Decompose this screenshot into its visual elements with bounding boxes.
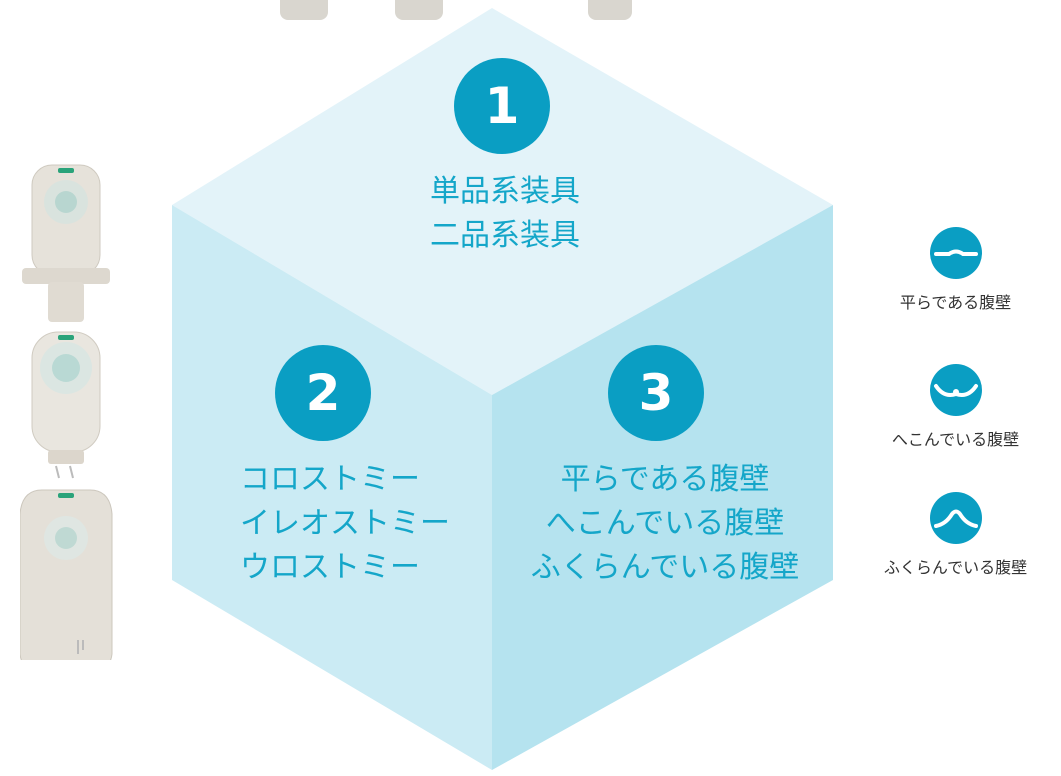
badge-1: 1 bbox=[454, 58, 550, 154]
top-face-text: 単品系装具 二品系装具 bbox=[370, 170, 640, 258]
cube-left-face bbox=[172, 205, 492, 770]
top-product-images bbox=[280, 0, 632, 20]
pouch-image-2 bbox=[31, 331, 101, 479]
pouch-image-1 bbox=[22, 164, 110, 322]
left-face-line: コロストミー bbox=[240, 462, 420, 497]
legend-label: 平らである腹壁 bbox=[899, 293, 1012, 312]
right-face-line: 平らである腹壁 bbox=[560, 462, 770, 497]
convex-abdomen-icon bbox=[929, 492, 982, 544]
right-face-text: 平らである腹壁 へこんでいる腹壁 ふくらんでいる腹壁 bbox=[505, 458, 825, 590]
cube-right-face bbox=[492, 205, 833, 770]
legend-label: ふくらんでいる腹壁 bbox=[883, 558, 1028, 577]
right-face-line: ふくらんでいる腹壁 bbox=[530, 550, 800, 585]
legend-item-concave: へこんでいる腹壁 bbox=[850, 364, 1061, 450]
pouch-image-3 bbox=[20, 489, 113, 660]
legend-label: へこんでいる腹壁 bbox=[891, 430, 1020, 449]
legend-item-convex: ふくらんでいる腹壁 bbox=[850, 492, 1061, 578]
legend-item-flat: 平らである腹壁 bbox=[850, 227, 1061, 313]
left-face-text: コロストミー イレオストミー ウロストミー bbox=[240, 458, 460, 590]
badge-2: 2 bbox=[275, 345, 371, 441]
top-face-line: 二品系装具 bbox=[430, 218, 580, 253]
ostomy-pouch-images bbox=[20, 164, 113, 660]
left-face-line: ウロストミー bbox=[240, 550, 420, 585]
left-face-line: イレオストミー bbox=[240, 506, 450, 541]
flat-abdomen-icon bbox=[929, 227, 982, 279]
concave-abdomen-icon bbox=[929, 364, 982, 416]
cube-top-face bbox=[172, 8, 833, 395]
top-face-line: 単品系装具 bbox=[430, 174, 580, 209]
badge-3: 3 bbox=[608, 345, 704, 441]
right-face-line: へこんでいる腹壁 bbox=[545, 506, 785, 541]
